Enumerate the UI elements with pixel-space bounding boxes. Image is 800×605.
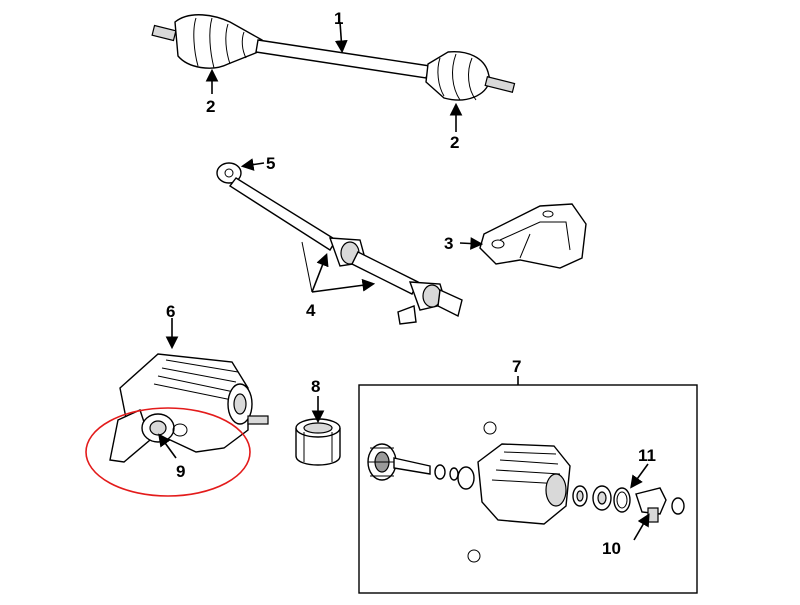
callout-7: 7 xyxy=(512,357,522,376)
half-shaft-part xyxy=(151,14,516,101)
callout-2b: 2 xyxy=(450,133,460,152)
callout-5: 5 xyxy=(266,154,276,173)
callout-9: 9 xyxy=(176,462,186,481)
callout-10: 10 xyxy=(602,539,621,558)
transfer-case-part xyxy=(109,353,269,463)
callout-3: 3 xyxy=(444,234,454,253)
callout-11: 11 xyxy=(638,446,656,465)
callout-2a: 2 xyxy=(206,97,216,116)
sleeve-part xyxy=(295,418,341,466)
gearbox-exploded-parts xyxy=(367,421,685,563)
highlight-circle xyxy=(85,407,251,497)
callout-8: 8 xyxy=(311,377,321,396)
drive-shaft-part xyxy=(216,162,463,325)
callout-6: 6 xyxy=(166,302,176,321)
callout-1: 1 xyxy=(334,9,344,28)
assembly-detail-box xyxy=(358,384,698,594)
mount-bracket-part xyxy=(479,203,587,269)
callout-4: 4 xyxy=(306,301,316,320)
